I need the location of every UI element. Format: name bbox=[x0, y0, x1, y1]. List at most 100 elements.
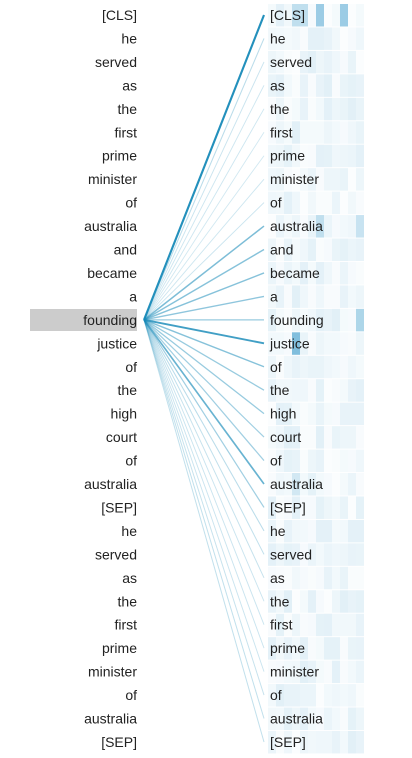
left-token[interactable]: prime bbox=[102, 148, 137, 164]
right-token[interactable]: of bbox=[270, 453, 282, 469]
heat-cell bbox=[300, 684, 308, 707]
heat-cell bbox=[292, 121, 300, 144]
left-token[interactable]: served bbox=[95, 546, 137, 562]
left-token[interactable]: [SEP] bbox=[101, 499, 137, 515]
right-token[interactable]: first bbox=[270, 617, 293, 633]
heat-cell bbox=[316, 590, 324, 613]
right-token[interactable]: became bbox=[270, 265, 320, 281]
heat-cell bbox=[276, 285, 284, 308]
left-token[interactable]: as bbox=[122, 77, 137, 93]
right-token[interactable]: and bbox=[270, 242, 293, 258]
left-token[interactable]: became bbox=[87, 265, 137, 281]
left-token[interactable]: he bbox=[121, 523, 137, 539]
heat-cell bbox=[284, 402, 292, 426]
heat-cell bbox=[276, 168, 284, 191]
left-token[interactable]: [CLS] bbox=[102, 7, 137, 23]
heat-cell bbox=[340, 730, 348, 754]
right-token[interactable]: [SEP] bbox=[270, 734, 306, 750]
heat-cell bbox=[268, 543, 276, 566]
attention-line bbox=[143, 319, 265, 696]
left-token[interactable]: minister bbox=[88, 664, 137, 680]
right-token[interactable]: a bbox=[270, 288, 278, 304]
heat-cell bbox=[268, 566, 276, 590]
left-token[interactable]: high bbox=[111, 406, 137, 422]
right-token[interactable]: australia bbox=[270, 218, 323, 234]
right-token[interactable]: founding bbox=[270, 312, 324, 328]
heat-cell bbox=[348, 379, 356, 402]
left-token[interactable]: as bbox=[122, 570, 137, 586]
left-token[interactable]: of bbox=[125, 195, 137, 211]
heat-cell bbox=[316, 379, 324, 402]
right-token[interactable]: [SEP] bbox=[270, 499, 306, 515]
right-token[interactable]: [CLS] bbox=[270, 7, 305, 23]
right-token[interactable]: first bbox=[270, 124, 293, 140]
right-token[interactable]: the bbox=[270, 101, 290, 117]
right-token[interactable]: as bbox=[270, 570, 285, 586]
left-token[interactable]: the bbox=[118, 382, 138, 398]
left-token[interactable]: served bbox=[95, 54, 137, 70]
left-token[interactable]: a bbox=[129, 288, 137, 304]
right-token[interactable]: australia bbox=[270, 476, 323, 492]
left-token[interactable]: court bbox=[106, 429, 137, 445]
left-token[interactable]: the bbox=[118, 593, 138, 609]
left-token[interactable]: justice bbox=[96, 335, 137, 351]
heat-cell bbox=[292, 144, 300, 168]
attention-line bbox=[143, 155, 265, 321]
heat-cell bbox=[276, 332, 284, 355]
left-token[interactable]: prime bbox=[102, 640, 137, 656]
heat-cell bbox=[292, 707, 300, 730]
heat-cell bbox=[348, 74, 356, 97]
heat-cell bbox=[348, 215, 356, 238]
left-token[interactable]: first bbox=[114, 617, 137, 633]
heat-cell bbox=[308, 168, 316, 191]
heat-cell bbox=[340, 355, 348, 379]
right-token[interactable]: of bbox=[270, 195, 282, 211]
left-token[interactable]: first bbox=[114, 124, 137, 140]
left-token[interactable]: australia bbox=[84, 218, 137, 234]
heat-cell bbox=[348, 473, 356, 496]
right-token[interactable]: minister bbox=[270, 664, 319, 680]
left-token[interactable]: minister bbox=[88, 171, 137, 187]
left-token[interactable]: australia bbox=[84, 711, 137, 727]
right-token[interactable]: prime bbox=[270, 148, 305, 164]
right-token[interactable]: the bbox=[270, 382, 290, 398]
heat-cell bbox=[268, 285, 276, 308]
right-token[interactable]: he bbox=[270, 30, 286, 46]
right-token[interactable]: prime bbox=[270, 640, 305, 656]
heat-cell bbox=[284, 496, 292, 519]
right-token[interactable]: of bbox=[270, 687, 282, 703]
heat-cell bbox=[276, 684, 284, 707]
right-token[interactable]: he bbox=[270, 523, 286, 539]
left-token[interactable]: australia bbox=[84, 476, 137, 492]
heat-cell bbox=[332, 730, 340, 754]
left-token[interactable]: of bbox=[125, 687, 137, 703]
left-token[interactable]: he bbox=[121, 30, 137, 46]
attention-line bbox=[143, 319, 265, 368]
heat-cell bbox=[308, 74, 316, 97]
heat-cell bbox=[324, 543, 332, 566]
heat-cell bbox=[316, 684, 324, 707]
right-token[interactable]: served bbox=[270, 546, 312, 562]
right-token[interactable]: court bbox=[270, 429, 301, 445]
heat-cell bbox=[340, 660, 348, 684]
right-token[interactable]: as bbox=[270, 77, 285, 93]
right-token[interactable]: the bbox=[270, 593, 290, 609]
right-token[interactable]: high bbox=[270, 406, 296, 422]
heat-cell bbox=[308, 98, 316, 121]
right-token[interactable]: minister bbox=[270, 171, 319, 187]
left-token[interactable]: of bbox=[125, 359, 137, 375]
right-token[interactable]: served bbox=[270, 54, 312, 70]
left-token[interactable]: [SEP] bbox=[101, 734, 137, 750]
heat-cell bbox=[348, 168, 356, 191]
heat-cell bbox=[332, 660, 340, 684]
left-token[interactable]: of bbox=[125, 453, 137, 469]
left-token[interactable]: founding bbox=[83, 312, 137, 328]
right-token[interactable]: of bbox=[270, 359, 282, 375]
left-token[interactable]: and bbox=[114, 242, 137, 258]
left-token[interactable]: the bbox=[118, 101, 138, 117]
heat-cell bbox=[268, 379, 276, 402]
heat-cell bbox=[356, 590, 364, 613]
right-token[interactable]: australia bbox=[270, 711, 323, 727]
right-token[interactable]: justice bbox=[269, 335, 310, 351]
heat-cell bbox=[284, 191, 292, 215]
